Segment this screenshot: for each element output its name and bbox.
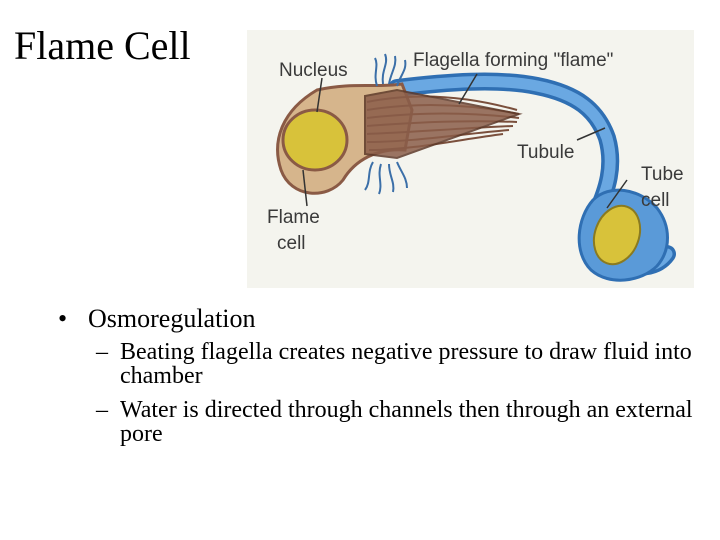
sub-bullet-text: Beating flagella creates negative pressu… [120,339,692,389]
label-nucleus: Nucleus [279,60,348,81]
label-leaders [302,73,628,209]
label-tube-cell-line1: Tube [641,164,684,185]
bullet-list: • Osmoregulation – Beating flagella crea… [58,304,698,456]
sub-bullet-list: – Beating flagella creates negative pres… [58,340,698,446]
sub-bullet-flagella: – Beating flagella creates negative pres… [96,340,698,388]
flame-cell-diagram: Nucleus Flagella forming "flame" Tubule … [247,30,694,288]
cilia-tufts [364,53,408,195]
flame-cell-illustration: Nucleus Flagella forming "flame" Tubule … [267,50,684,282]
label-flame-cell-line1: Flame [267,207,320,228]
nucleus-shape [281,108,349,172]
bullet-osmoregulation: • Osmoregulation [58,304,698,334]
label-flame-cell-line2: cell [277,233,306,254]
sub-bullet-marker: – [96,339,108,365]
label-tubule: Tubule [517,142,574,163]
sub-bullet-text: Water is directed through channels then … [120,397,693,447]
label-flagella: Flagella forming "flame" [413,50,613,71]
sub-bullet-marker: – [96,397,108,423]
tube-cell-shape [577,188,669,282]
bullet-marker: • [58,304,68,333]
sub-bullet-water: – Water is directed through channels the… [96,398,698,446]
bullet-text: Osmoregulation [88,304,256,333]
slide-title: Flame Cell [14,23,191,68]
label-tube-cell-line2: cell [641,190,670,211]
flagella-bundle [364,88,523,160]
